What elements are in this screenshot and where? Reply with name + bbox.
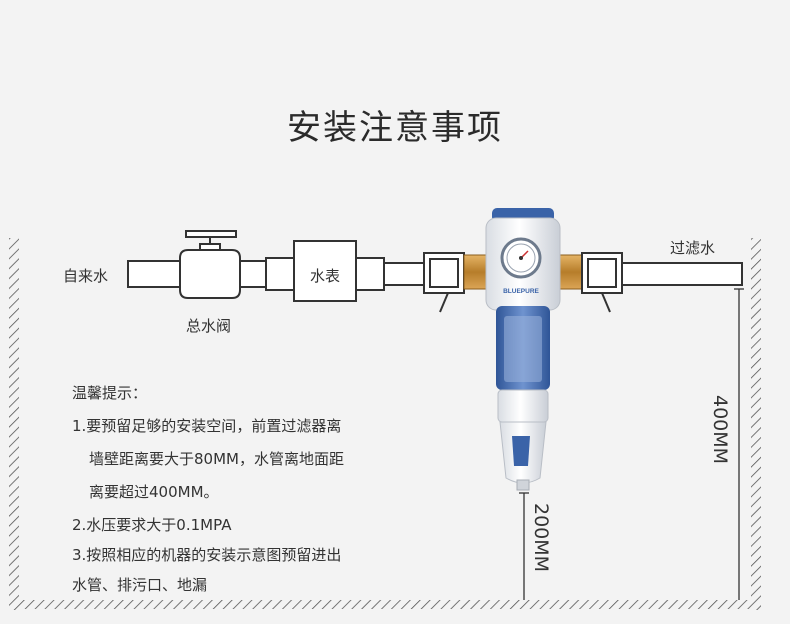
outlet-pipe [581, 252, 743, 313]
right-wall [751, 238, 761, 610]
tips-line: 3.按照相应的机器的安装示意图预留进出 [72, 546, 342, 564]
brass-connector-right [557, 254, 583, 290]
tips-line: 1.要预留足够的安装空间，前置过滤器离 [72, 417, 342, 435]
left-wall [9, 238, 19, 610]
main-valve-label: 总水阀 [186, 317, 232, 335]
dimension-400-label: 400MM [709, 395, 731, 465]
brand-logo: BLUEPURE [503, 288, 539, 295]
brass-connector-left [463, 254, 489, 290]
pre-filter [485, 208, 561, 491]
tips-heading: 温馨提示： [72, 384, 148, 402]
tips-line: 墙壁距离要大于80MM，水管离地面距 [89, 450, 344, 468]
tips-line: 2.水压要求大于0.1MPA [72, 516, 232, 534]
floor [9, 600, 761, 609]
tips-line: 离要超过400MM。 [89, 483, 219, 501]
dimension-200-label: 200MM [530, 503, 552, 573]
tips-line: 水管、排污口、地漏 [72, 576, 208, 594]
outlet-label: 过滤水 [670, 239, 716, 257]
water-meter-label: 水表 [310, 267, 341, 285]
dimension-400 [734, 288, 744, 600]
dimension-200 [519, 492, 529, 600]
page-title: 安装注意事项 [287, 108, 503, 148]
inlet-pipe [127, 230, 465, 313]
inlet-label: 自来水 [63, 267, 109, 285]
